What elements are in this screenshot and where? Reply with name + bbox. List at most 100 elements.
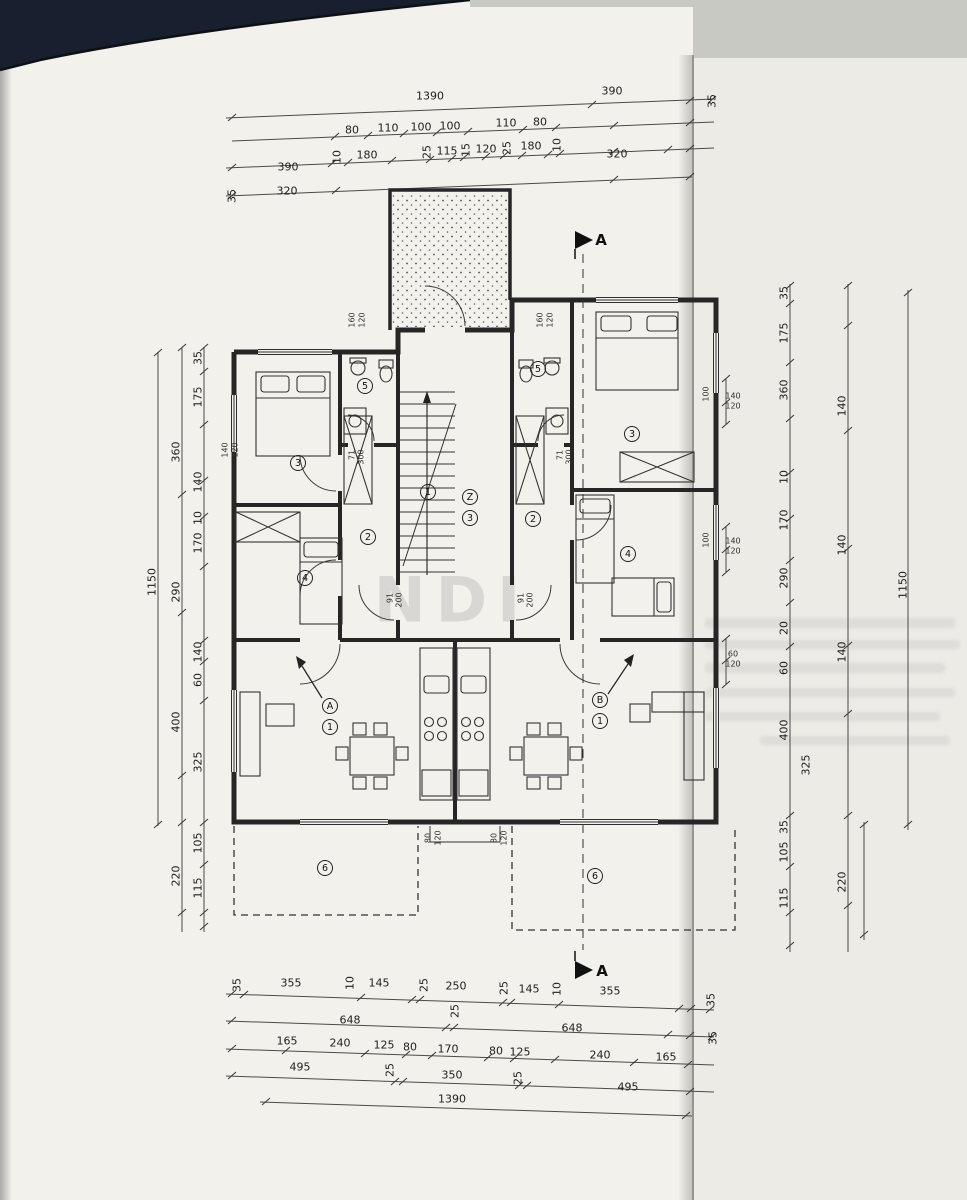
dim-label-bottom: 250 [445,979,467,993]
leader-arrows [296,654,634,699]
ink-bleed [705,688,955,697]
dim-label-top: 80 [345,123,359,137]
dim-label-left: 400 [169,711,183,733]
dim-label-top: 115 [436,144,458,158]
dim-label-bottom: 145 [518,982,540,996]
dim-label-right: 140 [835,641,849,663]
dim-label-edge: 120 [545,312,555,328]
room-label-unit-b-1: 1 [592,713,608,729]
dim-label-top: 35 [225,189,239,203]
dim-label-right: 20 [777,621,791,635]
dim-label-top: 110 [377,121,399,135]
dim-label-left: 170 [191,532,205,554]
dim-label-edge: 100 [701,532,711,548]
dim-label-edge: 120 [725,401,741,411]
dimension-lines [157,98,909,1117]
dim-label-bottom: 125 [373,1038,395,1052]
dim-label-edge: 300 [564,449,574,465]
bed-single-right-b [611,577,675,617]
ink-bleed [705,712,940,721]
dim-label-edge: 200 [525,592,535,608]
dim-label-bottom: 80 [489,1044,503,1058]
dim-label-left: 360 [169,441,183,463]
dim-label-left: 175 [191,386,205,408]
dimension-ticks [153,95,913,1120]
room-label-unit-a: A [322,698,338,714]
dim-label-left: 325 [191,751,205,773]
furniture [235,311,705,801]
dim-label-top: 15 [459,143,473,157]
ink-bleed [705,663,945,673]
room-label-balcony-right: 6 [587,868,603,884]
photo-left-edge-shade [0,60,12,1200]
dim-label-bottom: 80 [403,1040,417,1054]
room-label-stair-z-3: 3 [462,510,478,526]
dim-label-edge: 140 [725,391,741,401]
dim-label-bottom: 25 [417,978,431,992]
dim-label-right: 325 [799,754,813,776]
dim-label-edge: 140 [725,536,741,546]
page-right-area [694,0,967,1200]
entry-steps [429,826,501,843]
dim-label-edge: 200 [394,592,404,608]
dim-label-edge: 91 [385,592,395,604]
dining-table-right [509,722,583,790]
room-label-room-4-right: 4 [620,546,636,562]
door-swings [299,285,612,685]
dim-label-bottom: 165 [276,1034,298,1048]
dim-label-right: 360 [777,379,791,401]
dim-label-left: 60 [191,673,205,687]
room-label-balcony-left: 6 [317,860,333,876]
terrace-stipple [392,193,508,327]
dim-label-right: 140 [835,534,849,556]
dim-label-top: 1390 [416,89,444,103]
windows [230,296,720,826]
dim-label-top: 25 [500,141,514,155]
dim-label-left: 35 [191,351,205,365]
dim-label-right: 1150 [896,571,910,599]
room-label-stair-z: Z [462,489,478,505]
dim-label-bottom: 125 [509,1045,531,1059]
dim-label-bottom: 170 [437,1042,459,1056]
dim-label-left: 220 [169,865,183,887]
room-label-room-5-right: 5 [530,361,546,377]
dim-label-top: 10 [550,138,564,152]
room-label-room-2-right: 2 [525,511,541,527]
dim-label-top: 120 [475,142,497,156]
dim-label-edge: 120 [725,659,741,669]
ink-bleed [705,618,955,628]
section-flag-icon-top [575,231,593,249]
dim-label-bottom: 25 [383,1063,397,1077]
dim-label-edge: 80 [423,832,433,844]
dim-label-top: 320 [606,147,628,161]
dim-label-right: 60 [777,661,791,675]
dim-label-edge: 300 [356,449,366,465]
wardrobes [235,415,695,543]
page-fold-line [692,55,694,1200]
dim-label-bottom: 240 [589,1048,611,1062]
bed-single-right-a [575,494,615,584]
stair-direction-arrow [423,391,431,403]
background-surface [693,0,967,58]
book-cover-band [0,0,693,72]
dim-label-edge: 160 [535,312,545,328]
dim-label-bottom: 355 [280,976,302,990]
bathroom-fixtures [343,357,569,435]
dim-label-edge: 100 [701,386,711,402]
ink-bleed [705,640,960,649]
dim-label-top: 35 [705,94,719,108]
dim-label-top: 100 [410,120,432,134]
dim-label-top: 180 [356,148,378,162]
dim-label-edge: 71 [555,449,565,461]
dim-label-bottom: 25 [511,1071,525,1085]
dim-label-edge: 120 [433,830,443,846]
dim-label-right: 140 [835,395,849,417]
dim-label-right: 35 [777,286,791,300]
room-label-room-2-left: 2 [360,529,376,545]
dim-label-right: 10 [777,470,791,484]
section-flag-icon-bottom [575,961,593,979]
dim-label-bottom: 25 [448,1004,462,1018]
dim-label-top: 10 [330,150,344,164]
